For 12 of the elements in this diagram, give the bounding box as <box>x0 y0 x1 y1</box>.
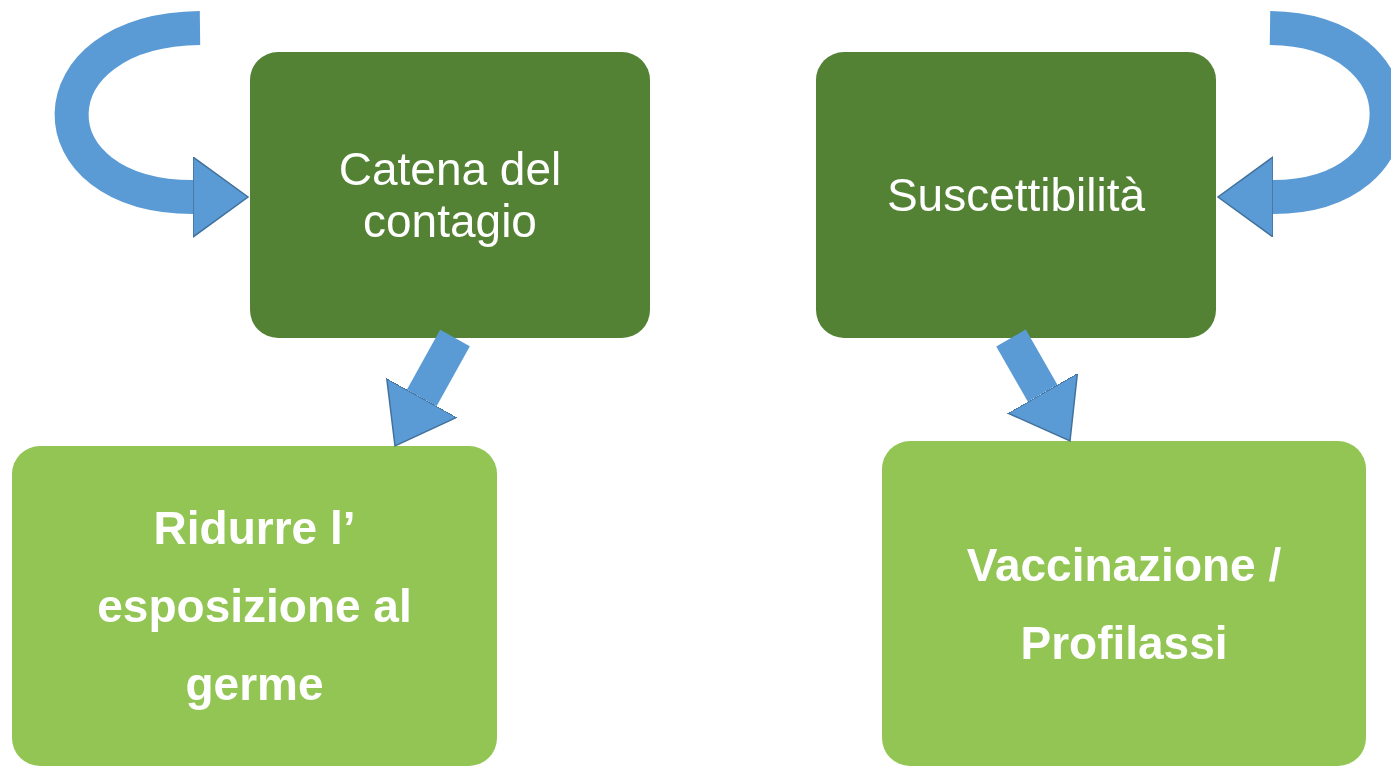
process-box <box>882 441 1366 766</box>
box-label: Catena del contagio <box>337 143 563 247</box>
block-arrow <box>996 329 1079 442</box>
block-arrow <box>1217 11 1391 238</box>
block-arrow <box>386 329 470 447</box>
block-arrow <box>54 11 249 238</box>
process-box <box>12 446 497 766</box>
process-box <box>250 52 650 338</box>
box-label: Suscettibilità <box>886 169 1146 221</box>
box-label: Ridurre l’ esposizione al germe <box>96 501 413 712</box>
process-box <box>816 52 1216 338</box>
box-label: Vaccinazione / Profilassi <box>965 537 1283 671</box>
